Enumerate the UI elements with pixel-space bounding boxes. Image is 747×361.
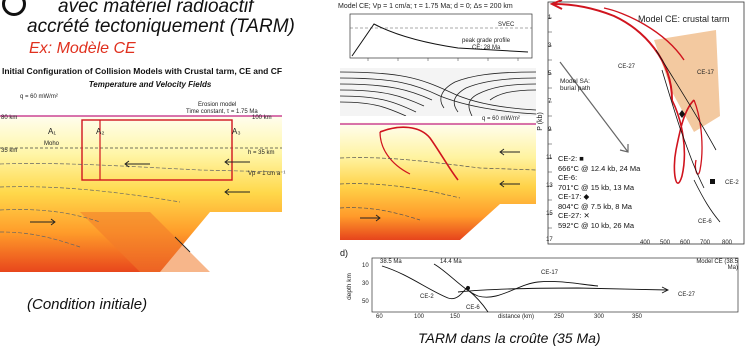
erosion-note: Erosion model [198,102,237,108]
curve-label-ce2: CE-2 [725,180,739,186]
bottom-x-tick: 300 [594,314,605,320]
bottom-y-tick: 10 [362,263,369,269]
legend-entry-ce27: CE-27: ✕ [558,211,590,220]
lower-flux-label: q = 60 mW/m² [482,116,520,122]
legend-detail-ce2: 666°C @ 12.4 kb, 24 Ma [558,163,641,173]
depth-h-label: h = 35 km [248,150,275,156]
y-tick: 15 [546,211,553,217]
tarm-caption: TARM dans la croûte (35 Ma) [418,330,601,346]
bottom-curve-label-ce27: CE-27 [678,292,696,298]
initial-configuration-diagram [0,92,282,272]
bottom-legend-label: Model CE (38.5 Ma) [696,259,738,271]
legend-entry-ce2: CE-2: ■ [558,154,584,163]
bottom-curve-label-ce2: CE-2 [420,294,434,300]
bottom-curve-label-ce17: CE-17 [541,270,559,276]
model-sa-label: Model SA: burial path [560,78,591,92]
bottom-curve-label-ce6: CE-6 [466,305,480,311]
x-tick: 600 [680,240,691,246]
bottom-y-tick: 50 [362,299,369,305]
curve-label-ce27: CE-27 [618,64,636,70]
bottom-x-tick: 250 [554,314,565,320]
model-ce-label: Model CE: crustal tarm [638,14,730,24]
header-bullet-icon [2,0,26,16]
p-axis-label: P (kb) [536,112,544,131]
legend-detail-ce6: 701°C @ 15 kb, 13 Ma [558,182,635,192]
figure-title: Initial Configuration of Collision Model… [2,66,283,76]
x-tick: 500 [660,240,671,246]
bottom-x-tick: 150 [450,314,461,320]
y-tick: 17 [546,237,553,243]
time-temperature-inset [349,13,533,61]
flux-label: q = 60 mW/m² [20,94,58,100]
y-tick: 7 [548,99,552,105]
inset-note-2: CE: 28 Ma [472,45,501,51]
legend-entry-ce17: CE-17: ◆ [558,192,590,201]
thermal-field-evolved [340,122,536,240]
y-tick: 13 [546,183,553,189]
legend-detail-ce17: 804°C @ 7.5 kb, 8 Ma [558,201,632,211]
time-constant: Time constant, τ = 1.75 Ma [186,109,258,115]
condition-initiale-caption: (Condition initiale) [27,296,148,313]
bottom-xlabel: distance (km) [498,314,535,320]
example-label: Ex: Modèle CE [29,40,136,57]
legend-detail-ce27: 592°C @ 10 kb, 26 Ma [558,220,635,230]
y-tick: 1 [548,15,552,21]
bottom-x-tick: 350 [632,314,643,320]
svec-label: SVEC [498,22,515,28]
legend-entry-ce6: CE-6: [558,173,578,182]
bottom-x-tick: 100 [414,314,425,320]
depth-distance-chart [371,257,739,313]
curve-label-ce17: CE-17 [697,70,715,76]
y-tick: 9 [548,127,552,133]
depth-100-label: 100 km [252,115,272,121]
header-line-1: avec matériel radioactif [58,0,254,17]
bottom-curve-label-38: 38.5 Ma [380,259,402,265]
y-tick: 5 [548,71,552,77]
region-label-a1: A₁ [48,127,57,136]
x-tick: 700 [700,240,711,246]
square-marker-icon: ■ [579,154,584,163]
inset-note-1: peak grade profile [462,38,511,44]
figure-subtitle: Temperature and Velocity Fields [88,80,212,89]
bottom-y-tick: 30 [362,281,369,287]
y-tick: 11 [546,155,553,161]
bottom-x-tick: 60 [376,314,383,320]
diamond-marker-icon: ◆ [583,192,590,201]
depth-35-label: 35 km [1,148,18,154]
y-tick: 3 [548,43,552,49]
bottom-ylabel: depth km [345,273,353,300]
velocity-field-streamlines [340,68,536,116]
pt-legend: CE-2: ■ 666°C @ 12.4 kb, 24 Ma CE-6: 701… [558,154,641,230]
vp-label: Vp = 1 cm a⁻¹ [248,171,286,177]
cross-marker-icon: ✕ [583,211,590,220]
bottom-panel-letter: d) [340,248,349,258]
middle-header-text: Model CE; Vp = 1 cm/a; τ = 1.75 Ma; d = … [338,3,513,10]
curve-label-ce6: CE-6 [698,219,712,225]
region-label-moho: Moho [44,141,60,147]
header-line-2: accrété tectoniquement (TARM) [27,16,295,37]
bottom-curve-label-14: 14.4 Ma [440,259,462,265]
x-tick: 800 [722,240,733,246]
x-tick: 400 [640,240,651,246]
region-label-a3: A₃ [232,127,241,136]
depth-80-label: 80 km [1,115,18,121]
region-label-a2: A₂ [96,127,105,136]
